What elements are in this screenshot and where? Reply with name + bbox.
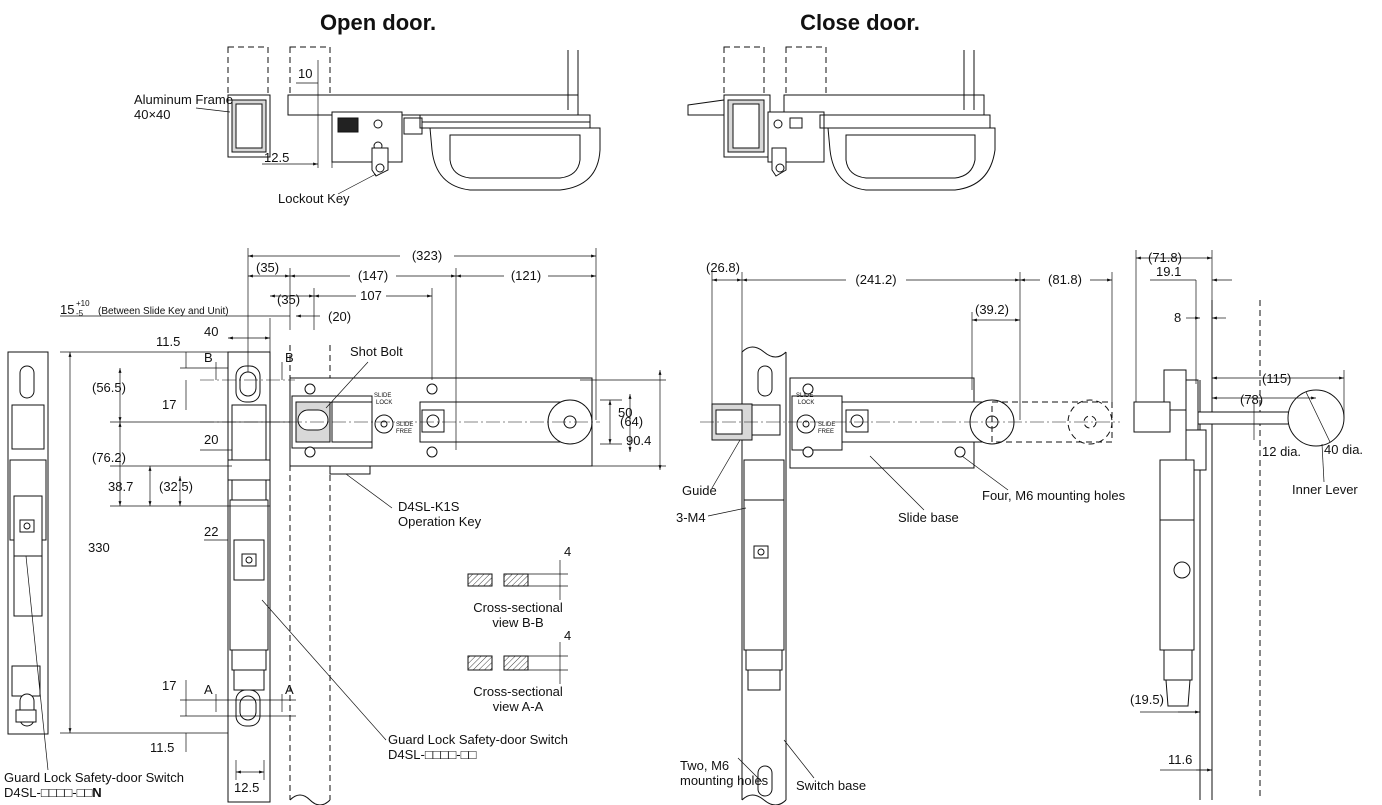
label-aluminum-frame-size: 40×40 — [134, 107, 171, 122]
section-a-left: A — [204, 682, 213, 697]
dim-20-paren: (20) — [328, 309, 351, 324]
dim-4-a: 4 — [564, 544, 571, 559]
dim-12-5-bottom: 12.5 — [234, 780, 259, 795]
title-open-door: Open door. — [320, 10, 436, 35]
label-between-slide-key: (Between Slide Key and Unit) — [98, 306, 229, 317]
label-inner-lever: Inner Lever — [1292, 482, 1358, 497]
label-cross-aa: Cross-sectional — [473, 684, 563, 699]
dim-90-4: 90.4 — [626, 433, 651, 448]
label-gl-switch-left-model-base: D4SL-□□□□-□□ — [4, 785, 92, 800]
label-guide: Guide — [682, 483, 717, 498]
dim-76-2: (76.2) — [92, 450, 126, 465]
label-12-dia: 12 dia. — [1262, 444, 1301, 459]
section-b-right: B — [285, 350, 294, 365]
dim-39-2: (39.2) — [975, 302, 1009, 317]
label-free-close: FREE — [818, 429, 834, 435]
label-lock: LOCK — [376, 400, 392, 406]
label-slide-free: SLIDE — [396, 422, 413, 428]
label-four-holes: Four, M6 mounting holes — [982, 488, 1126, 503]
dim-78: (78) — [1240, 392, 1263, 407]
dim-11-6: 11.6 — [1168, 752, 1192, 767]
label-slide-free-close: SLIDE — [818, 422, 835, 428]
dim-8: 8 — [1174, 310, 1181, 325]
label-3-m4: 3-M4 — [676, 510, 706, 525]
title-close-door: Close door. — [800, 10, 920, 35]
label-operation-key: Operation Key — [398, 514, 482, 529]
label-free: FREE — [396, 429, 412, 435]
dim-71-8: (71.8) — [1148, 250, 1182, 265]
label-lockout-key: Lockout Key — [278, 191, 350, 206]
dim-19-1: 19.1 — [1156, 264, 1181, 279]
dim-26-8: (26.8) — [706, 260, 740, 275]
close-door-view — [687, 46, 996, 191]
label-two-holes-2: mounting holes — [680, 773, 769, 788]
label-gl-switch-mid: Guard Lock Safety-door Switch — [388, 732, 568, 747]
dim-330: 330 — [88, 540, 110, 555]
dim-81-8: (81.8) — [1048, 272, 1082, 287]
label-cross-bb-view: view B-B — [492, 615, 543, 630]
label-operation-key-model: D4SL-K1S — [398, 499, 460, 514]
label-two-holes: Two, M6 — [680, 758, 729, 773]
dim-38-7: 38.7 — [108, 479, 133, 494]
label-shot-bolt: Shot Bolt — [350, 344, 403, 359]
dim-17-b: 17 — [162, 678, 176, 693]
dim-15: 15 — [60, 302, 74, 317]
dim-4-b: 4 — [564, 628, 571, 643]
dim-115: (115) — [1262, 371, 1291, 386]
label-cross-aa-view: view A-A — [493, 699, 544, 714]
close-front-view: SLIDE LOCK SLIDE FREE (26.8) (241.2) — [676, 260, 1126, 805]
dim-35-a: (35) — [256, 260, 279, 275]
side-view: (71.8) 19.1 8 (115) (78) 12 dia. 40 dia.… — [1130, 250, 1363, 800]
dim-19-5: (19.5) — [1130, 692, 1164, 707]
dim-107: 107 — [360, 288, 382, 303]
dim-56-5: (56.5) — [92, 380, 126, 395]
dim-22: 22 — [204, 524, 218, 539]
label-gl-switch-left: Guard Lock Safety-door Switch — [4, 770, 184, 785]
dim-15-tol-minus: -5 — [76, 309, 84, 318]
open-door-view: 10 12.5 Aluminum Frame 40×40 Lockout Key — [134, 46, 601, 206]
dim-20: 20 — [204, 432, 218, 447]
label-switch-base: Switch base — [796, 778, 866, 793]
dim-10: 10 — [298, 66, 312, 81]
label-40-dia: 40 dia. — [1324, 442, 1363, 457]
dim-64: (64) — [620, 414, 643, 429]
dim-11-5-b: 11.5 — [150, 740, 174, 755]
section-b-left: B — [204, 350, 213, 365]
main-front-view: SLIDE LOCK SLIDE FREE Shot Bolt D4SL-K1S… — [4, 247, 666, 805]
dim-147: (147) — [358, 268, 388, 283]
dim-11-5-a: 11.5 — [156, 334, 180, 349]
dim-323: (323) — [412, 248, 442, 263]
label-aluminum-frame: Aluminum Frame — [134, 92, 233, 107]
label-gl-switch-left-model: D4SL-□□□□-□□N — [4, 785, 102, 800]
dim-17-a: 17 — [162, 397, 176, 412]
dim-12-5-top: 12.5 — [264, 150, 289, 165]
label-lock-close: LOCK — [798, 400, 814, 406]
section-a-right: A — [285, 682, 294, 697]
switch-left-view — [7, 351, 49, 735]
dim-241-2: (241.2) — [855, 272, 896, 287]
dim-32-5: (32.5) — [159, 479, 193, 494]
label-gl-switch-mid-model: D4SL-□□□□-□□ — [388, 747, 476, 762]
cross-sections: 4 Cross-sectional view B-B 4 Cross-secti… — [467, 544, 571, 714]
label-slide-lock-top: SLIDE — [374, 393, 391, 399]
label-slide-lock-close-top: SLIDE — [796, 393, 813, 399]
label-gl-switch-left-model-suffix: N — [92, 785, 101, 800]
label-slide-base: Slide base — [898, 510, 959, 525]
dim-35-b: (35) — [277, 292, 300, 307]
dim-121: (121) — [511, 268, 541, 283]
dim-40: 40 — [204, 324, 218, 339]
dim-15-tol-plus: +10 — [76, 299, 90, 308]
label-cross-bb: Cross-sectional — [473, 600, 563, 615]
